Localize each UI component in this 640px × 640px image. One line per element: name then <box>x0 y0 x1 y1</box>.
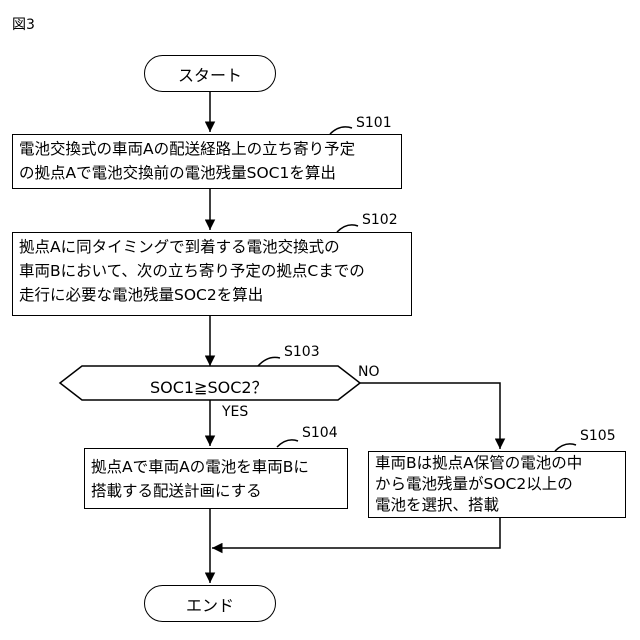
s102-text-line-3: 走行に必要な電池残量SOC2を算出 <box>19 283 405 307</box>
end-terminal: エンド <box>144 585 276 622</box>
end-label: エンド <box>186 592 234 616</box>
process-box-s105: 車両Bは拠点A保管の電池の中 から電池残量がSOC2以上の 電池を選択、搭載 <box>368 451 626 518</box>
leader-s103 <box>258 357 280 366</box>
step-id-s104: S104 <box>302 425 338 441</box>
step-id-s103: S103 <box>284 344 320 360</box>
s104-text-line-1: 拠点Aで車両Aの電池を車両Bに <box>91 455 341 479</box>
process-box-s102: 拠点Aに同タイミングで到着する電池交換式の 車両Bにおいて、次の立ち寄り予定の拠… <box>12 232 412 316</box>
step-id-s101: S101 <box>356 115 392 131</box>
decision-condition: SOC1≧SOC2？ <box>150 374 268 398</box>
s101-text-line-1: 電池交換式の車両Aの配送経路上の立ち寄り予定 <box>19 137 395 161</box>
leader-s105 <box>555 444 576 451</box>
step-id-s105: S105 <box>580 428 616 444</box>
figure-label: 図3 <box>12 14 35 34</box>
arrow-s105-merge <box>212 518 500 548</box>
branch-label-no: NO <box>358 364 380 380</box>
leader-s102 <box>337 225 358 232</box>
process-box-s101: 電池交換式の車両Aの配送経路上の立ち寄り予定 の拠点Aで電池交換前の電池残量SO… <box>12 134 402 189</box>
start-terminal: スタート <box>144 55 276 92</box>
branch-label-yes: YES <box>222 404 248 420</box>
start-label: スタート <box>178 62 242 86</box>
process-box-s104: 拠点Aで車両Aの電池を車両Bに 搭載する配送計画にする <box>84 448 348 509</box>
arrow-s103-to-s105 <box>360 383 500 449</box>
leader-s104 <box>277 440 298 447</box>
s102-text-line-2: 車両Bにおいて、次の立ち寄り予定の拠点Cまでの <box>19 259 405 283</box>
s104-text-line-2: 搭載する配送計画にする <box>91 479 341 503</box>
s105-text-line-3: 電池を選択、搭載 <box>375 495 619 516</box>
s105-text-line-2: から電池残量がSOC2以上の <box>375 474 619 495</box>
leader-s101 <box>330 127 352 134</box>
s102-text-line-1: 拠点Aに同タイミングで到着する電池交換式の <box>19 235 405 259</box>
s105-text-line-1: 車両Bは拠点A保管の電池の中 <box>375 453 619 474</box>
s101-text-line-2: の拠点Aで電池交換前の電池残量SOC1を算出 <box>19 161 395 185</box>
step-id-s102: S102 <box>362 212 398 228</box>
